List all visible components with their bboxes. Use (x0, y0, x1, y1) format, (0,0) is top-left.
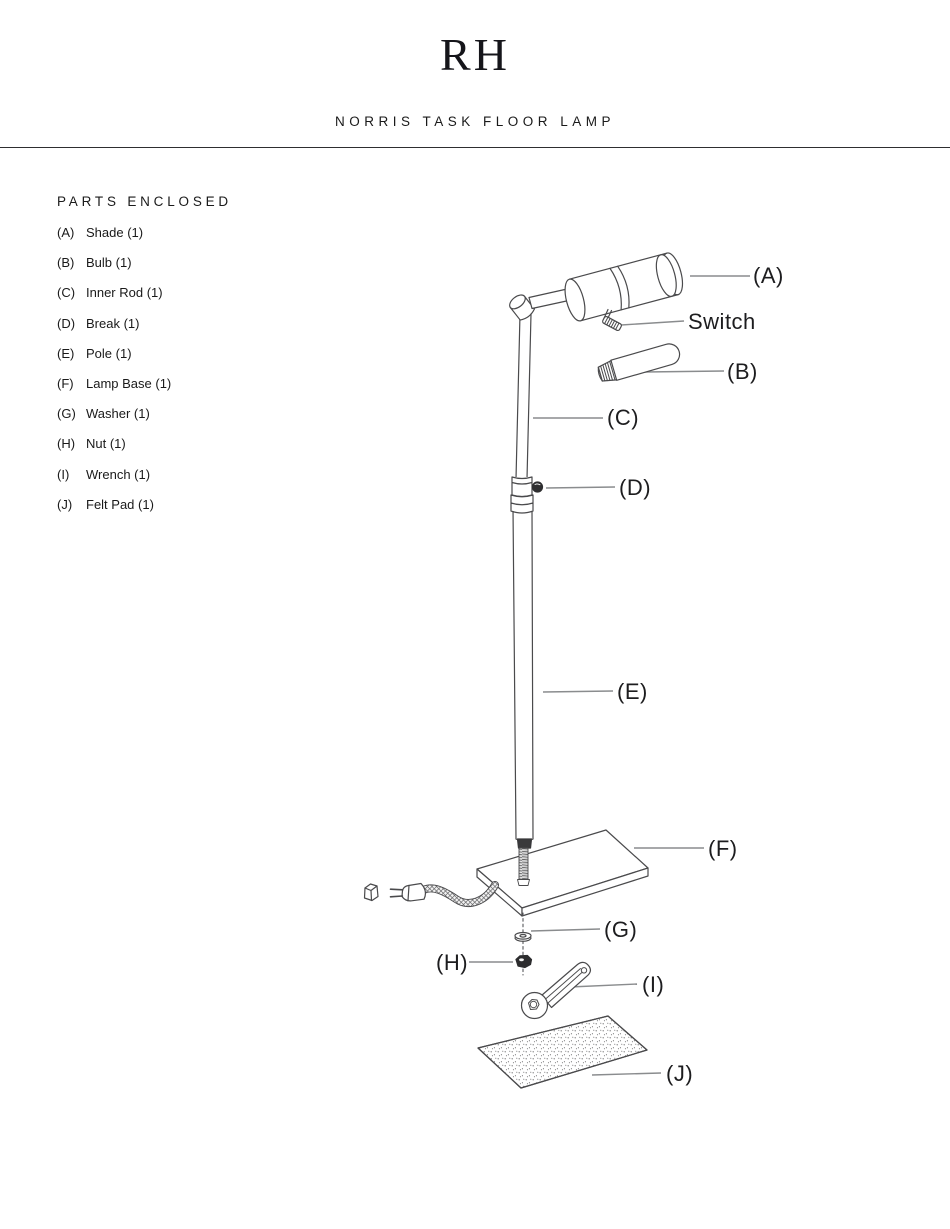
part-name: Break (1) (86, 315, 140, 331)
part-row: (D) Break (1) (57, 316, 317, 331)
part-key: (C) (57, 285, 76, 301)
base-drawing (476, 829, 649, 917)
part-name: Pole (1) (86, 345, 132, 361)
break-drawing (510, 476, 544, 514)
diagram-label-j: (J) (666, 1061, 694, 1086)
part-row: (F) Lamp Base (1) (57, 376, 317, 391)
diagram-label-a: (A) (753, 263, 784, 288)
part-name: Washer (1) (86, 406, 150, 422)
parts-enclosed-list: PARTS ENCLOSED (A)Shade (1) (B)Bulb (1) … (57, 194, 317, 527)
part-row: (C) Inner Rod (1) (57, 285, 317, 300)
diagram-label-switch: Switch (688, 309, 756, 334)
felt-pad-drawing (477, 1015, 648, 1089)
callout-d (545, 486, 616, 489)
diagram-label-b: (B) (727, 359, 758, 384)
plug-drawing (389, 882, 427, 902)
diagram-label-g: (G) (604, 917, 638, 942)
pole-drawing (512, 507, 534, 842)
part-key: (F) (57, 375, 74, 391)
diagram-label-f: (F) (708, 836, 738, 861)
part-row: (E) Pole (1) (57, 346, 317, 361)
diagram-label-d: (D) (619, 475, 652, 500)
part-row: (J) Felt Pad (1) (57, 497, 317, 512)
diagram-label-i: (I) (642, 972, 665, 997)
part-row: (H) Nut (1) (57, 436, 317, 451)
part-row: (G) Washer (1) (57, 406, 317, 421)
threaded-rod-drawing (516, 838, 533, 886)
header-divider (0, 147, 950, 148)
part-key: (G) (57, 406, 76, 422)
diagram-label-e: (E) (617, 679, 648, 704)
break-knob (531, 481, 544, 493)
cord-drawing (419, 881, 499, 907)
nut-drawing (515, 954, 533, 969)
wrench-drawing (520, 961, 592, 1020)
bulb-drawing (597, 343, 681, 382)
callout-lines (469, 275, 750, 1076)
part-key: (B) (57, 255, 75, 271)
switch-drawing (602, 308, 622, 332)
part-row: (A) Shade (1) (57, 225, 317, 240)
part-key: (D) (57, 315, 76, 331)
part-name: Wrench (1) (86, 466, 151, 482)
part-key: (J) (57, 496, 73, 512)
cord-tip-drawing (363, 883, 379, 902)
part-row: (B) Bulb (1) (57, 255, 317, 270)
part-name: Nut (1) (86, 436, 126, 452)
diagram-label-h: (H) (436, 950, 469, 975)
part-name: Shade (1) (86, 225, 144, 240)
callout-switch (620, 320, 685, 326)
part-name: Inner Rod (1) (86, 285, 163, 301)
callout-b (643, 370, 725, 373)
parts-heading: PARTS ENCLOSED (57, 194, 232, 209)
inner-rod-drawing (515, 313, 532, 480)
brand-logo: RH (440, 29, 510, 80)
part-name: Bulb (1) (86, 255, 132, 271)
part-key: (A) (57, 225, 75, 240)
callout-i (569, 983, 638, 988)
callout-g (530, 928, 601, 932)
part-key: (E) (57, 345, 75, 361)
callout-e (542, 690, 614, 693)
part-key: (I) (57, 466, 70, 482)
part-key: (H) (57, 436, 76, 452)
callout-j (591, 1072, 662, 1076)
shade-drawing (564, 252, 684, 322)
part-row: (I) Wrench (1) (57, 467, 317, 482)
page-title: NORRIS TASK FLOOR LAMP (334, 114, 616, 129)
part-name: Felt Pad (1) (86, 496, 154, 512)
pivot-joint-drawing (509, 294, 536, 321)
diagram-label-c: (C) (607, 405, 640, 430)
part-name: Lamp Base (1) (86, 375, 172, 391)
washer-drawing (514, 931, 532, 942)
